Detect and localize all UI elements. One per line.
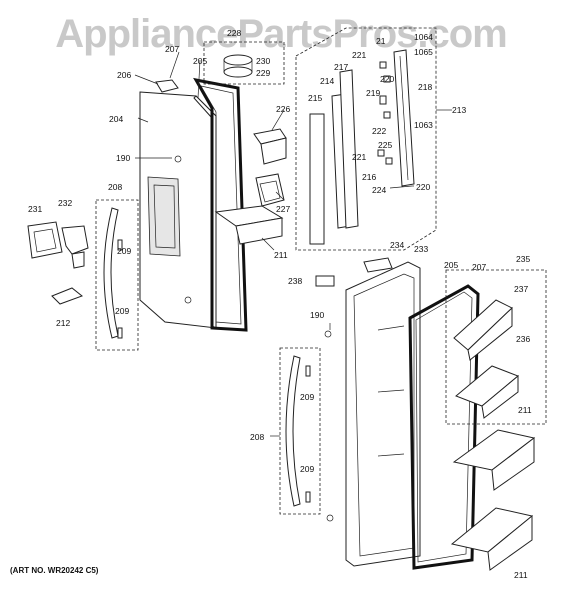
callout-237: 237 [514, 284, 528, 294]
callout-230: 230 [256, 56, 270, 66]
art-number: (ART NO. WR20242 C5) [10, 566, 99, 575]
callout-221-lower: 221 [352, 152, 366, 162]
callout-205-lower: 205 [444, 260, 458, 270]
callout-231: 231 [28, 204, 42, 214]
callout-233: 233 [414, 244, 428, 254]
callout-190-lower: 190 [310, 310, 324, 320]
callout-222: 222 [372, 126, 386, 136]
callout-1063: 1063 [414, 120, 433, 130]
callout-215: 215 [308, 93, 322, 103]
callout-221-upper: 221 [352, 50, 366, 60]
leader-lines [134, 51, 452, 437]
dispenser-chute-assembly [295, 27, 437, 251]
callout-207-upper: 207 [165, 44, 179, 54]
callout-212: 212 [56, 318, 70, 328]
callout-211-middle: 211 [518, 405, 532, 415]
callout-216: 216 [362, 172, 376, 182]
callout-213: 213 [452, 105, 466, 115]
callout-227: 227 [276, 204, 290, 214]
fresh-food-door-gasket [408, 284, 480, 570]
callout-218: 218 [418, 82, 432, 92]
freezer-door-gasket [193, 77, 248, 332]
callout-226: 226 [276, 104, 290, 114]
fresh-food-bins [315, 269, 547, 571]
callout-234: 234 [390, 240, 404, 250]
callout-209-a: 209 [117, 246, 131, 256]
callout-206: 206 [117, 70, 131, 80]
callout-208-upper: 208 [108, 182, 122, 192]
callout-204: 204 [109, 114, 123, 124]
freezer-handle-assembly [95, 199, 139, 351]
freezer-door [139, 79, 217, 329]
callout-228: 228 [227, 28, 241, 38]
watermark-logo: AppliancePartsPros.com [55, 12, 508, 56]
callout-229: 229 [256, 68, 270, 78]
callout-190-upper: 190 [116, 153, 130, 163]
callout-220-lower: 220 [416, 182, 430, 192]
callout-220-upper: 220 [380, 74, 394, 84]
callout-1065: 1065 [414, 47, 433, 57]
callout-209-d: 209 [300, 464, 314, 474]
fresh-food-handle [279, 347, 321, 515]
callout-235: 235 [516, 254, 530, 264]
fresh-food-door [324, 257, 421, 567]
callout-211-lower: 211 [514, 570, 528, 580]
callout-224: 224 [372, 185, 386, 195]
callout-209-b: 209 [115, 306, 129, 316]
callout-236: 236 [516, 334, 530, 344]
callout-209-c: 209 [300, 392, 314, 402]
callout-238: 238 [288, 276, 302, 286]
callout-21: 21 [376, 36, 386, 46]
callout-211-upper: 211 [274, 250, 288, 260]
callout-232: 232 [58, 198, 72, 208]
callout-labels: 228 230 229 207 205 206 204 226 190 227 … [28, 28, 532, 580]
callout-208-lower: 208 [250, 432, 264, 442]
callout-217: 217 [334, 62, 348, 72]
callout-207-lower: 207 [472, 262, 486, 272]
callout-225: 225 [378, 140, 392, 150]
callout-205-upper: 205 [193, 56, 207, 66]
dispenser-parts [27, 221, 89, 305]
callout-214: 214 [320, 76, 334, 86]
callout-219: 219 [366, 88, 380, 98]
callout-1064: 1064 [414, 32, 433, 42]
